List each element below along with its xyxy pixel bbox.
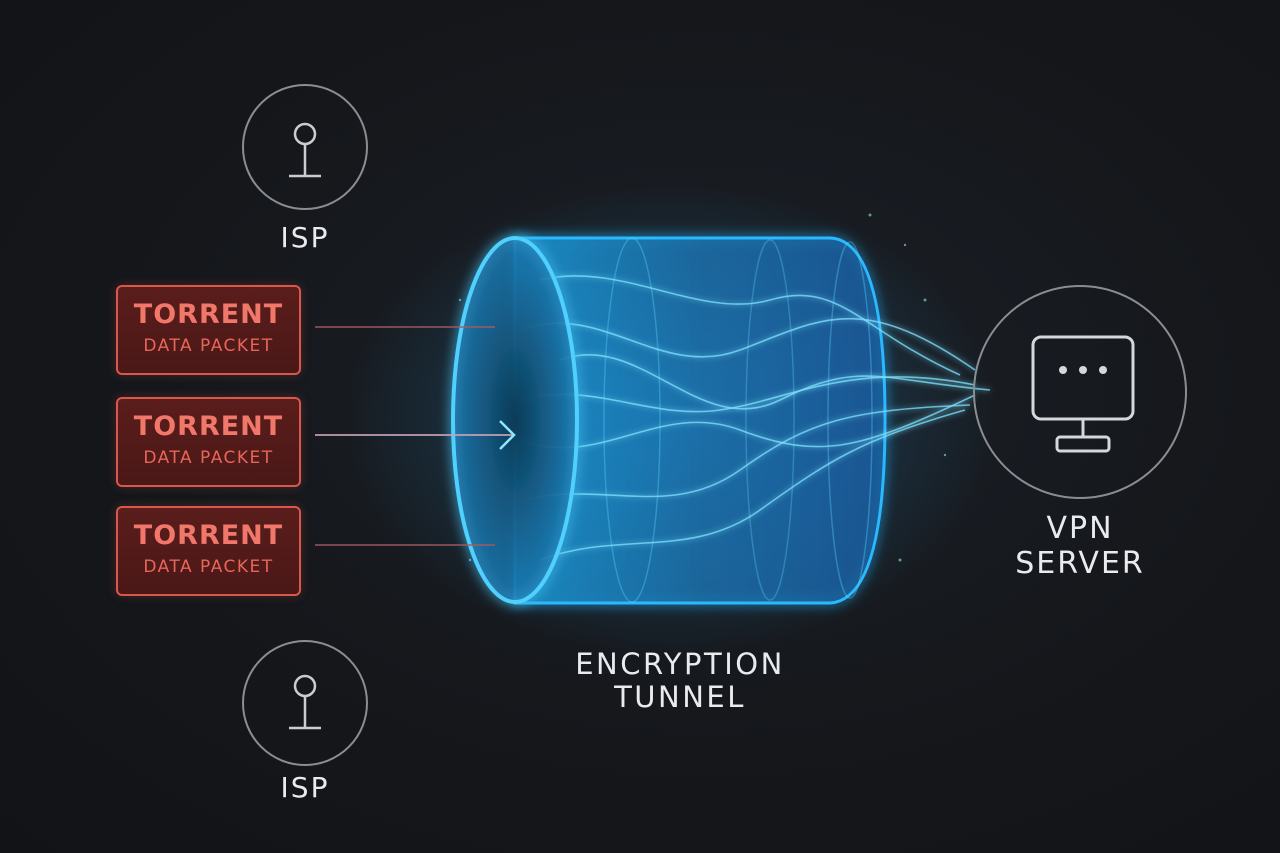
vpn-label-line2: SERVER	[1015, 545, 1145, 581]
packet-subtitle: DATA PACKET	[143, 557, 274, 577]
torrent-packet: TORRENT DATA PACKET	[116, 285, 301, 375]
vpn-label-line1: VPN	[1046, 511, 1114, 546]
torrent-packet: TORRENT DATA PACKET	[116, 397, 301, 487]
isp-top-node	[242, 84, 368, 210]
packet-title: TORRENT	[133, 299, 284, 330]
monitor-icon	[1031, 335, 1135, 453]
torrent-packet: TORRENT DATA PACKET	[116, 506, 301, 596]
tunnel-label-line2: TUNNEL	[614, 680, 746, 715]
isp-antenna-icon	[289, 122, 321, 178]
packet-subtitle: DATA PACKET	[143, 336, 274, 356]
packet-title: TORRENT	[133, 411, 284, 442]
packet-connectors	[315, 326, 512, 546]
isp-antenna-icon	[289, 674, 321, 730]
vpn-server-label: VPN SERVER	[980, 511, 1180, 581]
sparkles	[458, 213, 947, 562]
isp-bottom-label: ISP	[280, 771, 330, 804]
tunnel-entrance	[451, 236, 579, 604]
tunnel-label-line1: ENCRYPTION	[575, 647, 785, 681]
tunnel-ring	[745, 239, 795, 601]
energy-streams	[519, 275, 991, 561]
isp-top-label: ISP	[280, 221, 330, 254]
arrow-head-icon	[499, 420, 516, 450]
tunnel-label: ENCRYPTION TUNNEL	[530, 647, 830, 715]
tunnel-ring	[827, 241, 873, 599]
packet-title: TORRENT	[133, 520, 284, 551]
isp-bottom-node	[242, 640, 368, 766]
tunnel-ring	[603, 237, 661, 603]
packet-subtitle: DATA PACKET	[143, 448, 274, 468]
vpn-server-node	[973, 285, 1187, 499]
